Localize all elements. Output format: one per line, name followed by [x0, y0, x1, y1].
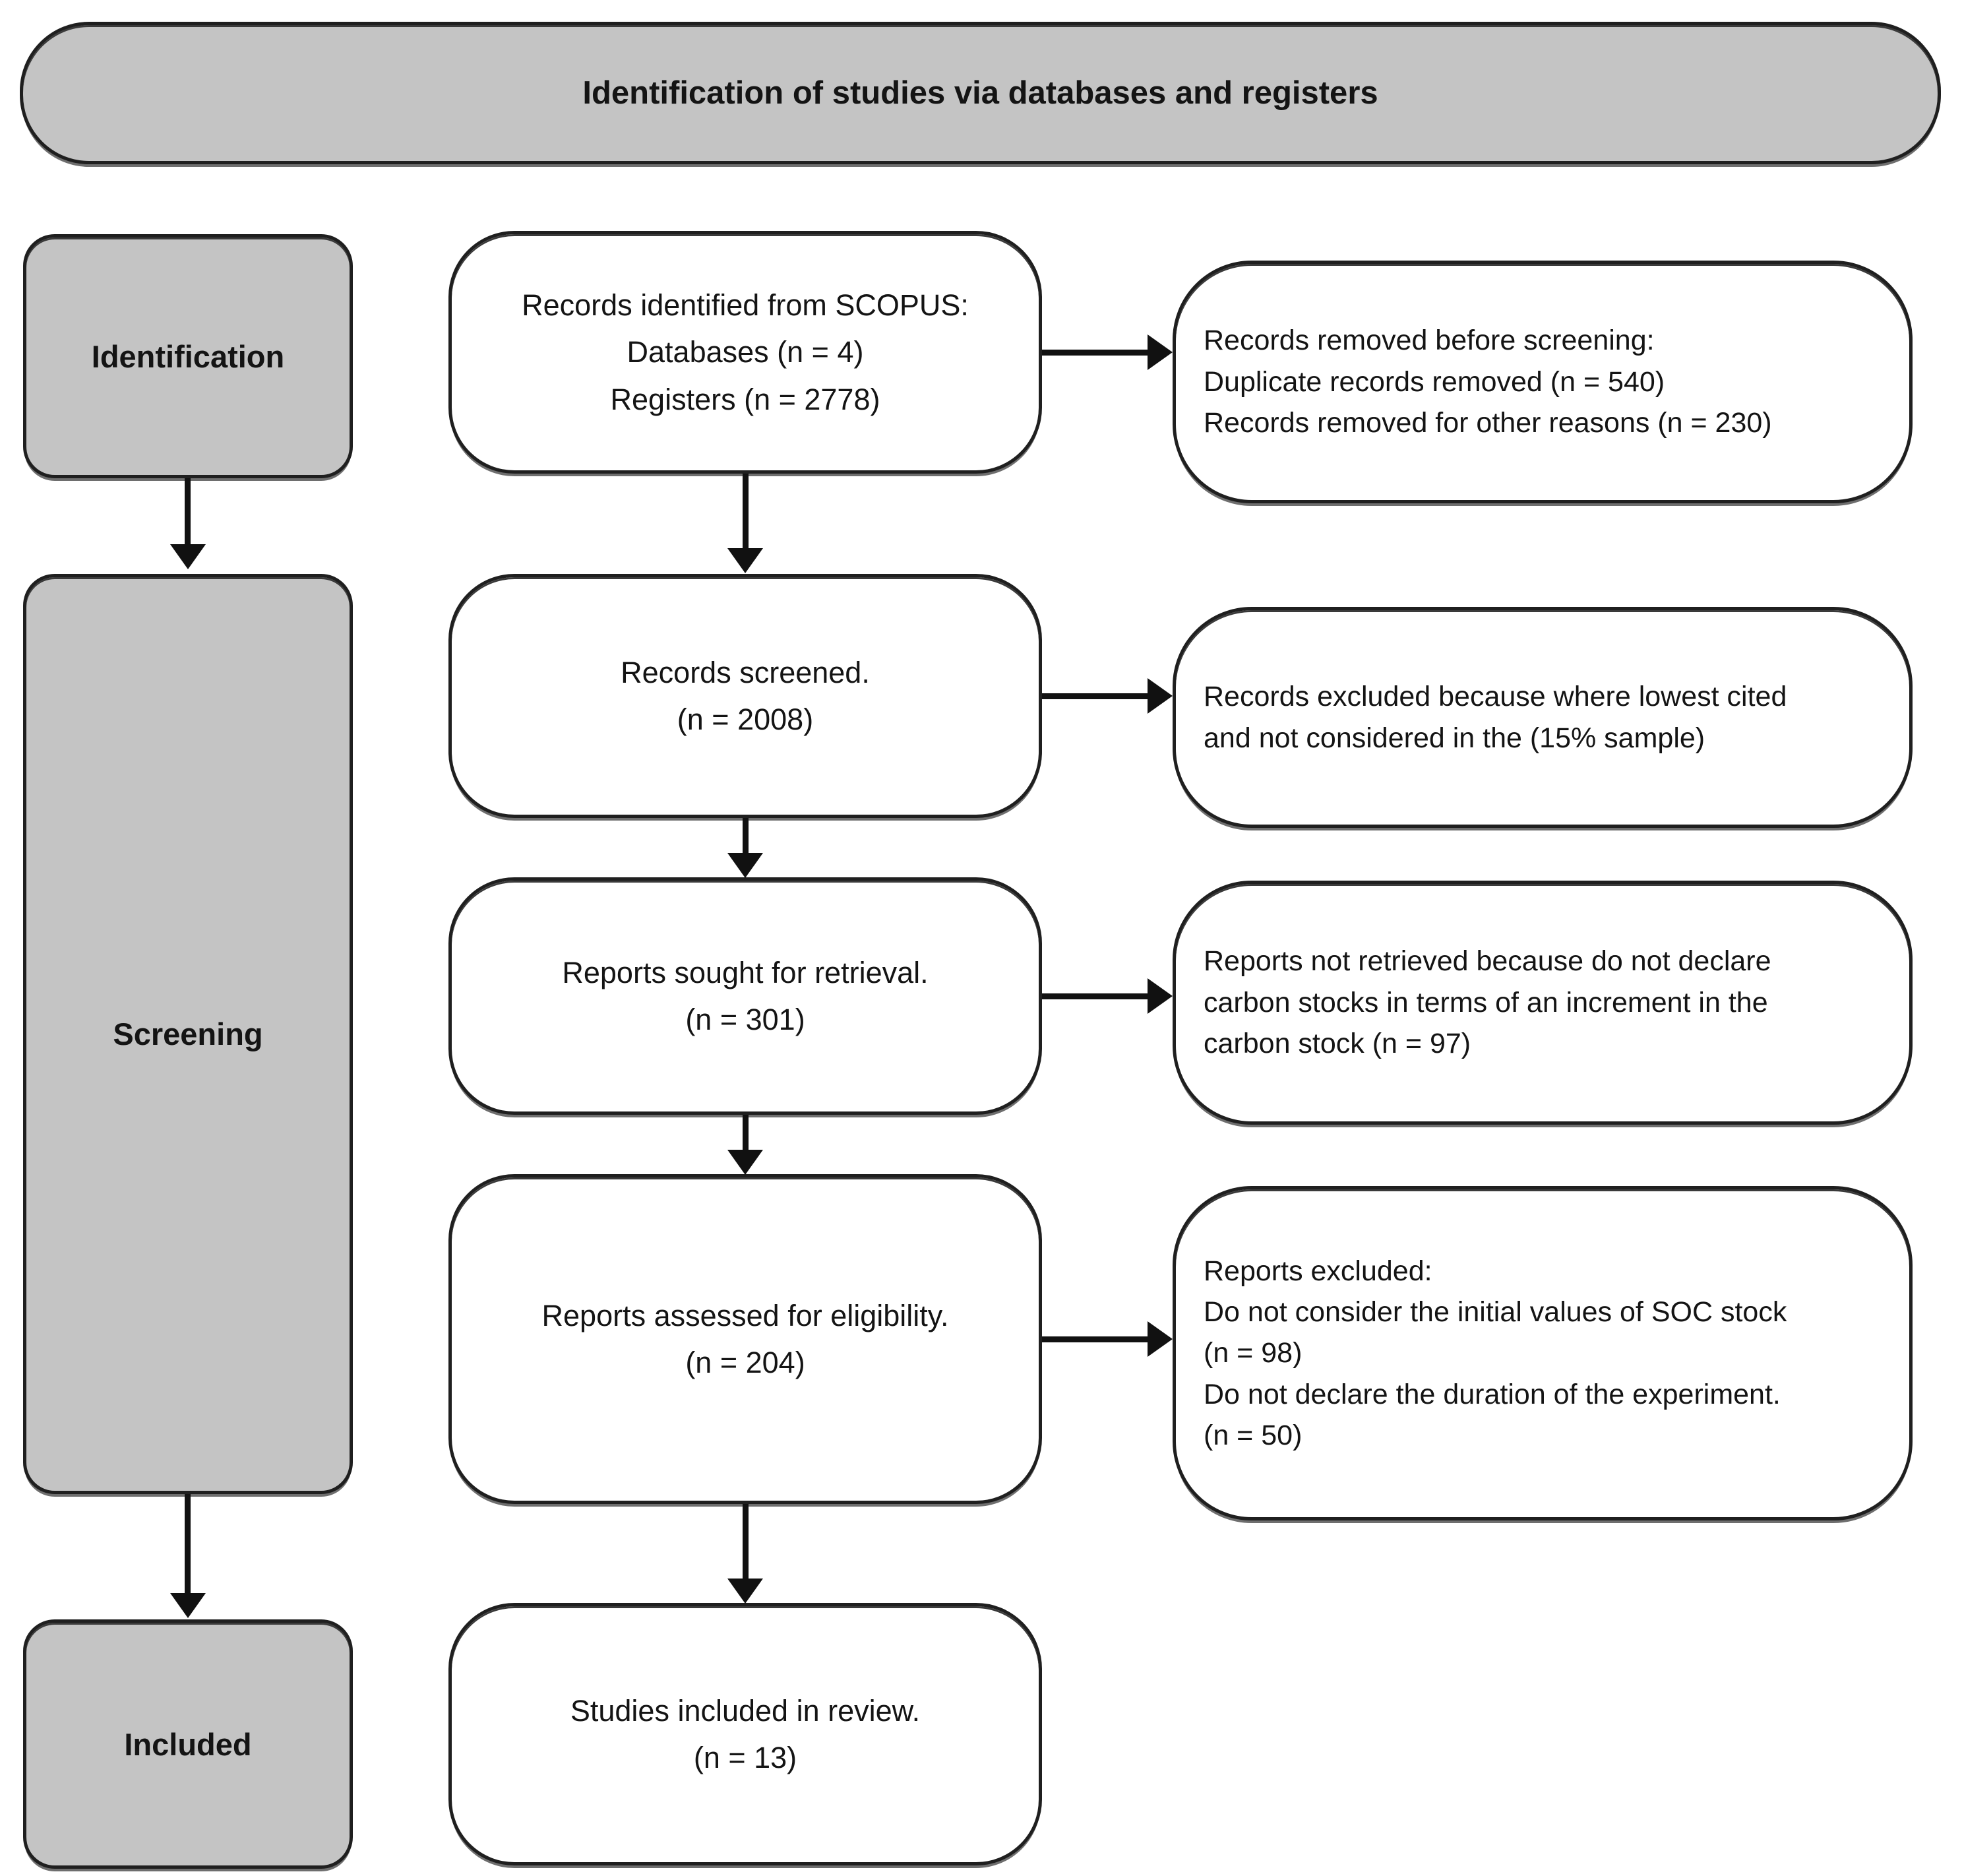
arrow-head-down-icon: [170, 1593, 206, 1618]
arrow-shaft: [743, 1504, 749, 1580]
exclusion-box-reports-excluded-text: Reports excluded: Do not consider the in…: [1204, 1255, 1787, 1452]
arrow-head-down-icon: [727, 1579, 763, 1604]
exclusion-box-removed-before-screening: Records removed before screening: Duplic…: [1173, 261, 1913, 503]
arrow-head-down-icon: [727, 853, 763, 878]
banner: Identification of studies via databases …: [20, 22, 1941, 164]
arrow-shaft: [185, 478, 191, 546]
exclusion-box-reports-excluded: Reports excluded: Do not consider the in…: [1173, 1186, 1913, 1520]
flow-box-records-identified-text: Records identified from SCOPUS: Database…: [522, 288, 969, 416]
flow-box-records-screened: Records screened. (n = 2008): [448, 574, 1042, 818]
flow-box-records-identified: Records identified from SCOPUS: Database…: [448, 231, 1042, 474]
exclusion-box-reports-not-retrieved: Reports not retrieved because do not dec…: [1173, 881, 1913, 1125]
arrow-shaft: [1042, 993, 1149, 999]
arrow-shaft: [743, 474, 749, 549]
arrow-shaft: [1042, 693, 1149, 699]
exclusion-box-reports-not-retrieved-text: Reports not retrieved because do not dec…: [1204, 945, 1771, 1060]
arrow-head-down-icon: [170, 544, 206, 569]
exclusion-box-records-excluded-text: Records excluded because where lowest ci…: [1204, 681, 1787, 754]
stage-screening: Screening: [23, 574, 353, 1494]
flow-box-reports-sought: Reports sought for retrieval. (n = 301): [448, 877, 1042, 1115]
flow-box-reports-assessed: Reports assessed for eligibility. (n = 2…: [448, 1174, 1042, 1504]
stage-identification: Identification: [23, 234, 353, 478]
arrow-head-right-icon: [1148, 334, 1173, 370]
flow-box-studies-included: Studies included in review. (n = 13): [448, 1603, 1042, 1865]
flow-box-reports-assessed-text: Reports assessed for eligibility. (n = 2…: [541, 1298, 949, 1379]
arrow-shaft: [1042, 350, 1149, 356]
stage-included-label: Included: [124, 1726, 252, 1762]
arrow-shaft: [185, 1494, 191, 1594]
arrow-head-right-icon: [1148, 978, 1173, 1014]
arrow-head-right-icon: [1148, 1321, 1173, 1357]
flow-box-studies-included-text: Studies included in review. (n = 13): [570, 1693, 921, 1774]
exclusion-box-records-excluded: Records excluded because where lowest ci…: [1173, 607, 1913, 828]
stage-identification-label: Identification: [91, 338, 285, 374]
arrow-shaft: [1042, 1336, 1149, 1342]
stage-included: Included: [23, 1619, 353, 1869]
arrow-head-right-icon: [1148, 678, 1173, 714]
stage-screening-label: Screening: [113, 1016, 263, 1051]
flow-box-records-screened-text: Records screened. (n = 2008): [621, 655, 870, 736]
flow-box-reports-sought-text: Reports sought for retrieval. (n = 301): [562, 955, 929, 1036]
arrow-shaft: [743, 818, 749, 854]
arrow-shaft: [743, 1115, 749, 1151]
arrow-head-down-icon: [727, 548, 763, 573]
arrow-head-down-icon: [727, 1150, 763, 1175]
banner-title: Identification of studies via databases …: [582, 75, 1378, 111]
exclusion-box-removed-before-screening-text: Records removed before screening: Duplic…: [1204, 325, 1772, 439]
